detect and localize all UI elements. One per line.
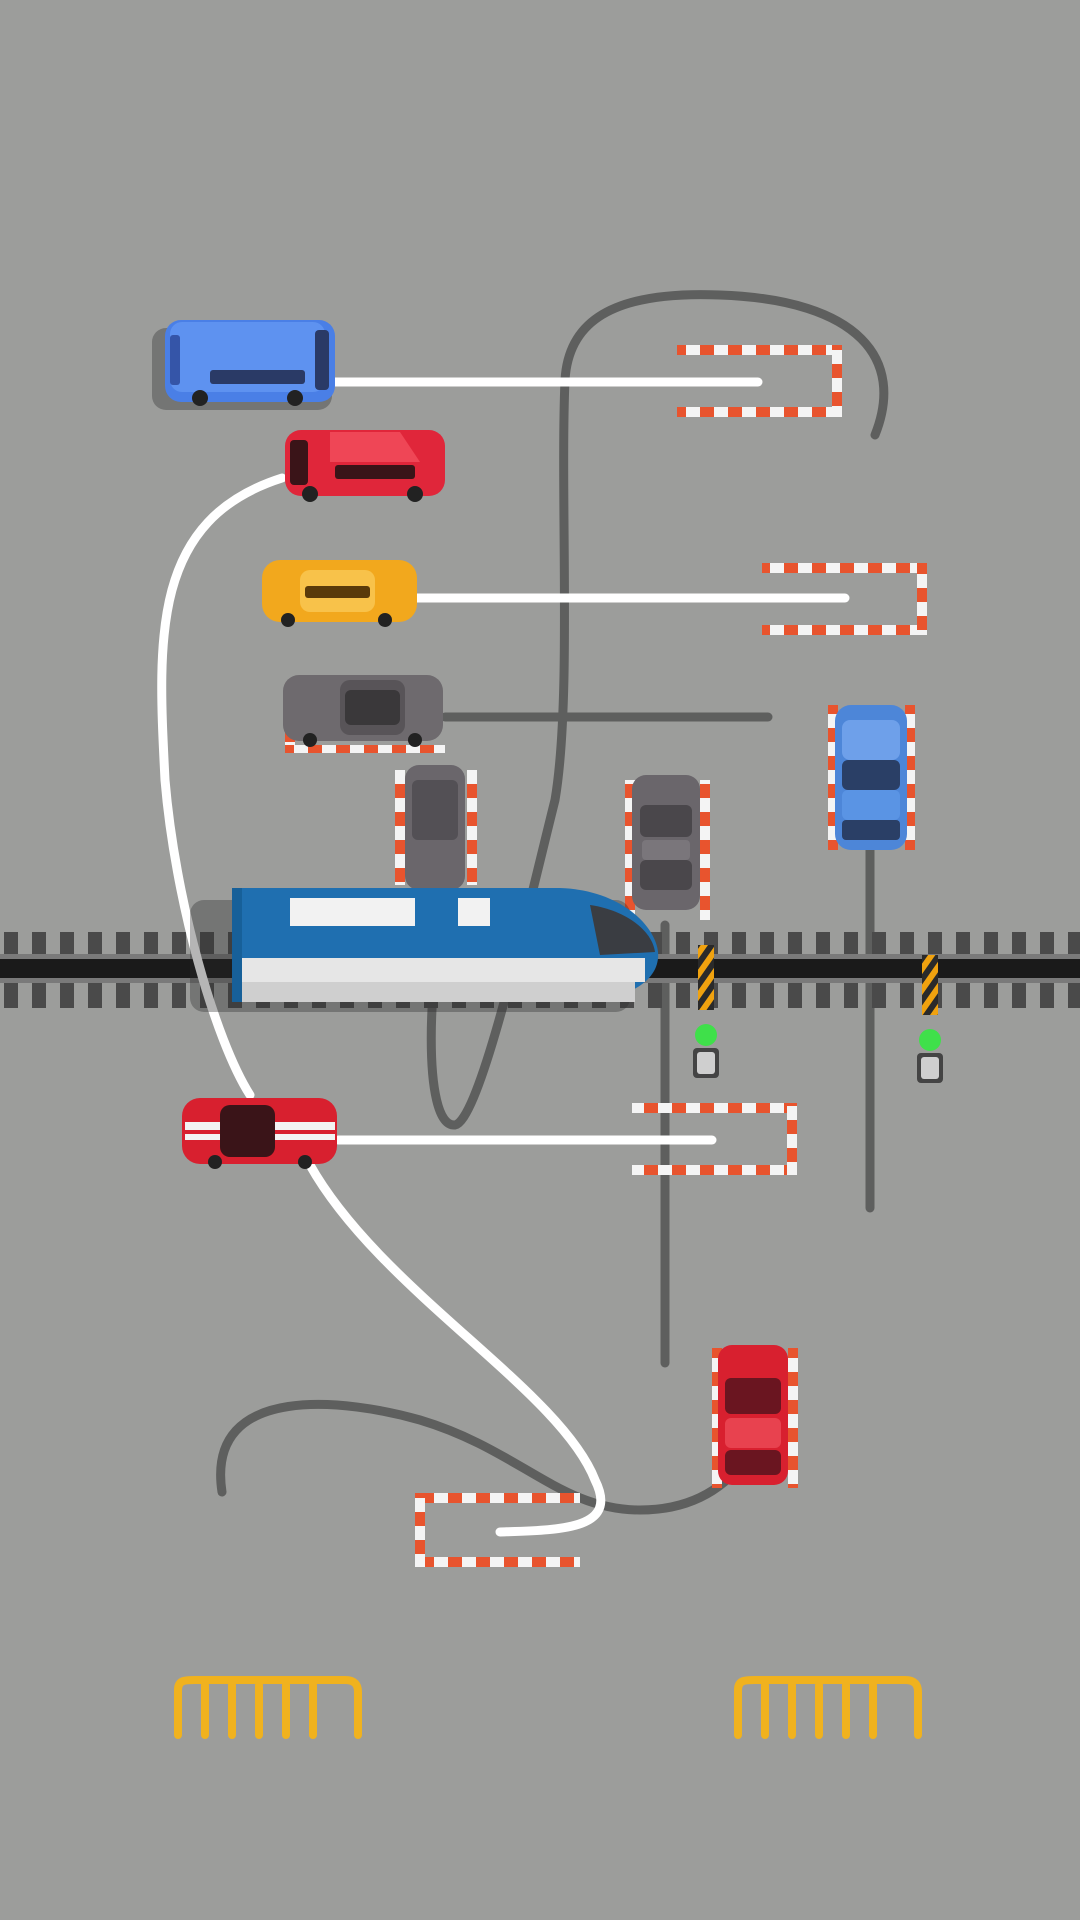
drawn-paths: [157, 377, 850, 1537]
blue-sedan[interactable]: [835, 705, 907, 850]
bike-rack-right: [734, 1676, 922, 1739]
slot-barriers-blue-sedan: [828, 705, 915, 850]
bike-rack-left: [174, 1676, 362, 1739]
parking-spot-4[interactable]: [415, 1493, 580, 1567]
gray-sedan-parked-top[interactable]: [405, 765, 465, 890]
gray-sedan-crossing[interactable]: [632, 775, 700, 910]
drawn-path-red-hatchback: [157, 473, 287, 1100]
guide-path-bottom: [216, 1399, 750, 1515]
slot-barriers-red-sedan: [712, 1348, 798, 1488]
crossing-signal-left: [693, 945, 719, 1078]
red-hatchback[interactable]: [285, 430, 445, 502]
slot-barriers-top-sedan: [395, 770, 477, 885]
gray-sports-car[interactable]: [283, 675, 443, 747]
blue-van[interactable]: [152, 320, 335, 410]
crossing-signal-right: [917, 955, 943, 1083]
guide-path-loop: [426, 290, 889, 1130]
parking-spot-1[interactable]: [677, 345, 842, 417]
blue-bullet-train[interactable]: [190, 888, 659, 1012]
red-muscle-car[interactable]: [182, 1098, 337, 1169]
yellow-coupe[interactable]: [262, 560, 417, 627]
red-sedan[interactable]: [718, 1345, 788, 1485]
slot-barriers-crossing-sedan: [625, 780, 710, 920]
parking-spot-2[interactable]: [762, 563, 927, 635]
parking-spot-3[interactable]: [632, 1103, 797, 1175]
drawn-path-bottom: [305, 1160, 606, 1537]
